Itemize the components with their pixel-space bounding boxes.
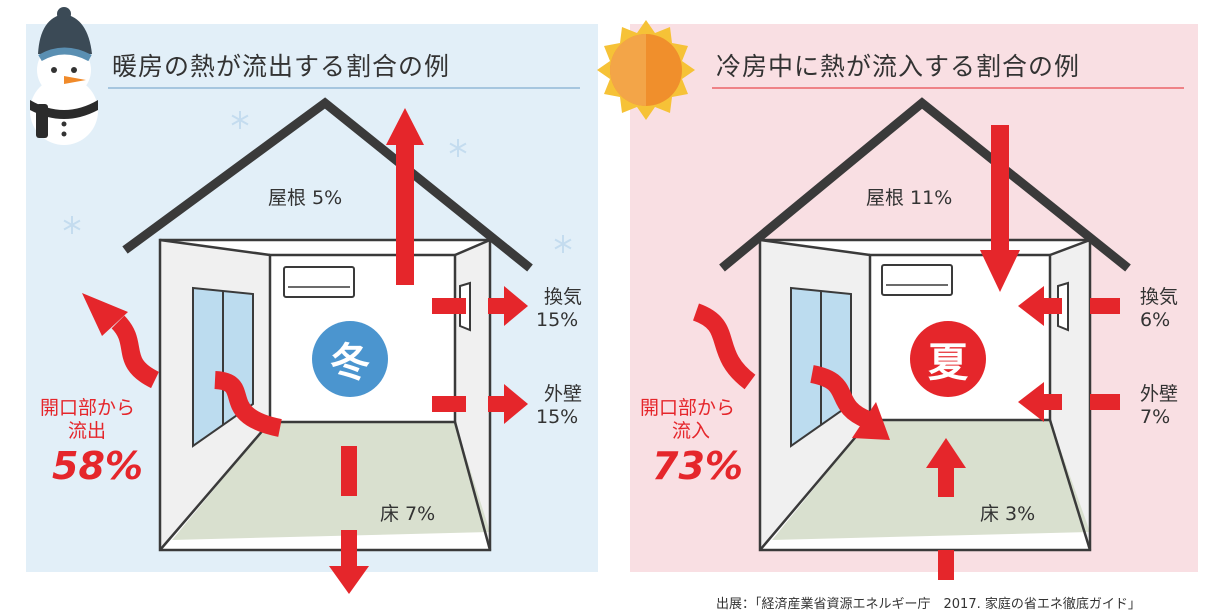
sun-icon xyxy=(597,20,695,120)
winter-title: 暖房の熱が流出する割合の例 xyxy=(112,52,451,81)
snowflake-icon xyxy=(63,110,572,254)
winter-roof-label: 屋根 5% xyxy=(268,187,343,209)
winter-ventilation-value: 15% xyxy=(536,309,579,331)
winter-floor-label: 床 7% xyxy=(380,503,436,525)
snowman-icon xyxy=(30,7,98,145)
summer-wall-name: 外壁 xyxy=(1140,383,1179,405)
summer-wall-value: 7% xyxy=(1140,406,1171,428)
summer-ventilation-value: 6% xyxy=(1140,309,1171,331)
summer-season-badge: 夏 xyxy=(910,321,986,397)
winter-opening-arrows xyxy=(111,315,283,437)
source-citation: 出展：「経済産業省資源エネルギー庁 2017. 家庭の省エネ徹底ガイド」 xyxy=(716,597,1141,612)
winter-openings-value: 58% xyxy=(52,444,143,488)
winter-heat-arrows xyxy=(329,108,528,594)
winter-openings-line2: 流出 xyxy=(68,420,107,442)
winter-wall-name: 外壁 xyxy=(544,383,583,405)
winter-openings-line1: 開口部から xyxy=(40,397,136,419)
summer-openings-line2: 流入 xyxy=(672,420,711,442)
summer-house xyxy=(719,97,1131,552)
summer-opening-arrowhead xyxy=(852,402,890,440)
summer-ventilation-name: 換気 xyxy=(1140,286,1179,308)
winter-season-badge: 冬 xyxy=(312,321,388,397)
summer-floor-label: 床 3% xyxy=(980,503,1036,525)
winter-house xyxy=(122,97,533,552)
summer-openings-value: 73% xyxy=(652,444,743,488)
summer-roof-label: 屋根 11% xyxy=(866,187,953,209)
summer-heat-arrows xyxy=(926,125,1120,580)
summer-title: 冷房中に熱が流入する割合の例 xyxy=(716,52,1081,81)
winter-ventilation-name: 換気 xyxy=(544,286,583,308)
summer-opening-arrows xyxy=(692,303,872,429)
winter-opening-arrowhead xyxy=(82,293,128,336)
winter-wall-value: 15% xyxy=(536,406,579,428)
summer-openings-line1: 開口部から xyxy=(640,397,736,419)
